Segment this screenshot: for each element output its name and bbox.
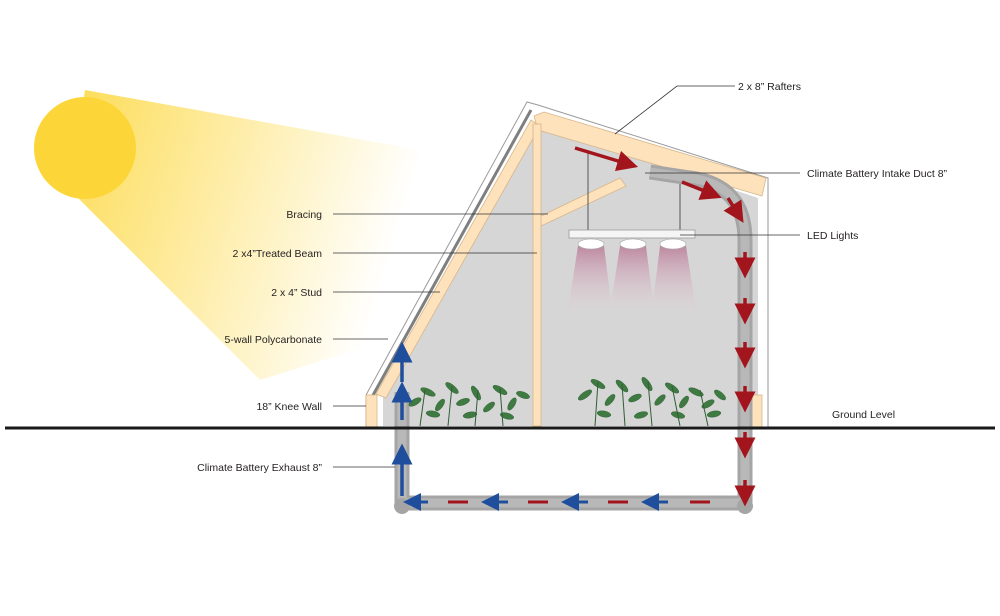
sun-icon [34,97,136,199]
exhaust-pipe-cap [394,498,410,514]
plant-stems [419,381,709,427]
label-ground-level: Ground Level [832,409,895,421]
label-stud: 2 x 4” Stud [271,287,322,299]
label-polycarbonate: 5-wall Polycarbonate [225,334,323,346]
leader-lines [333,85,800,468]
label-intake-duct: Climate Battery Intake Duct 8” [807,168,948,180]
knee-wall-left [365,394,378,429]
knee-wall-right [750,394,763,429]
intake-pipe-cap [737,498,753,514]
warm-air-arrows [574,146,756,507]
label-exhaust: Climate Battery Exhaust 8” [197,462,322,474]
sun-rays [70,90,420,380]
label-bracing: Bracing [286,209,322,221]
label-led-lights: LED Lights [807,230,858,242]
label-treated-beam: 2 x4”Treated Beam [233,248,323,260]
label-knee-wall: 18” Knee Wall [256,401,322,413]
treated-beam [532,123,542,427]
label-rafters: 2 x 8” Rafters [738,81,801,93]
bracing [540,177,627,227]
wood-framing [365,111,767,429]
led-lamp-icon [568,150,696,310]
greenhouse-interior [383,122,758,426]
